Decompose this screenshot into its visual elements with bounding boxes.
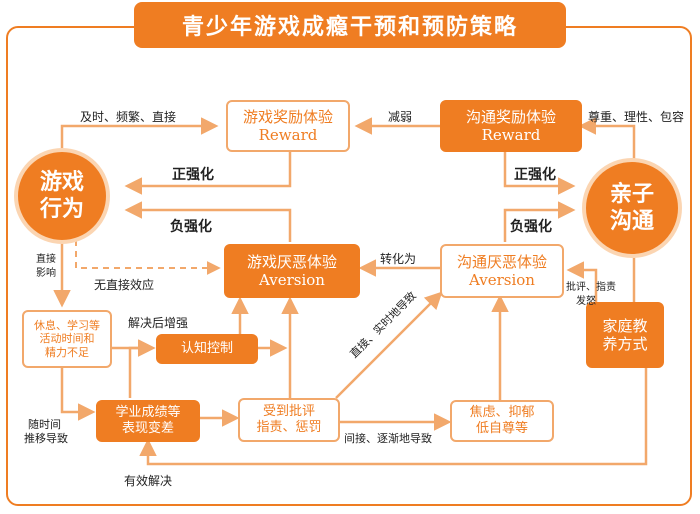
label-criticize-1: 批评、指责 bbox=[566, 282, 616, 293]
label-pos-reinf-right: 正强化 bbox=[514, 167, 556, 183]
academic-line2: 表现变差 bbox=[121, 421, 174, 436]
parent-comm-line1: 亲子 bbox=[609, 180, 654, 207]
academic-line1: 学业成绩等 bbox=[115, 405, 181, 421]
parent-comm-node: 亲子 沟通 bbox=[582, 158, 682, 258]
rest-study-node: 休息、学习等 活动时间和 精力不足 bbox=[22, 310, 112, 368]
label-solve-enhance: 解决后增强 bbox=[128, 316, 189, 330]
label-indirect: 间接、逐渐地导致 bbox=[344, 432, 432, 445]
game-reward-line2: Reward bbox=[258, 126, 318, 144]
game-reward-node: 游戏奖励体验 Reward bbox=[226, 100, 350, 152]
anxiety-node: 焦虑、抑郁 低自尊等 bbox=[450, 400, 554, 442]
family-edu-line1: 家庭教 bbox=[602, 317, 648, 335]
label-over-time-2: 推移导致 bbox=[24, 432, 68, 445]
cognitive-control-node: 认知控制 bbox=[156, 334, 258, 364]
label-direct-influence-1: 直接 bbox=[36, 254, 56, 265]
academic-node: 学业成绩等 表现变差 bbox=[96, 400, 200, 442]
rest-study-line3: 精力不足 bbox=[45, 345, 89, 359]
rest-study-line2: 活动时间和 bbox=[39, 332, 95, 346]
game-reward-line1: 游戏奖励体验 bbox=[242, 108, 333, 126]
game-behavior-line1: 游戏 bbox=[39, 168, 84, 195]
arrow-criticize bbox=[566, 261, 598, 302]
diagram-title: 青少年游戏成瘾干预和预防策略 bbox=[134, 2, 566, 48]
game-aversion-node: 游戏厌恶体验 Aversion bbox=[224, 244, 360, 298]
arrow-neg-reinf-left bbox=[124, 201, 292, 242]
game-behavior-line2: 行为 bbox=[39, 196, 84, 222]
parent-comm-line2: 沟通 bbox=[609, 208, 654, 234]
label-respect: 尊重、理性、包容 bbox=[588, 110, 685, 124]
label-pos-reinf-left: 正强化 bbox=[172, 167, 214, 183]
arrow-pos-reinf-right bbox=[503, 152, 576, 195]
label-no-direct-effect: 无直接效应 bbox=[94, 278, 155, 292]
criticism-line2: 指责、惩罚 bbox=[256, 420, 322, 435]
game-aversion-line2: Aversion bbox=[259, 271, 325, 289]
family-edu-line2: 养方式 bbox=[602, 335, 648, 353]
label-neg-reinf-right: 负强化 bbox=[510, 219, 552, 235]
arrow-respect bbox=[578, 117, 636, 160]
comm-aversion-node: 沟通厌恶体验 Aversion bbox=[440, 244, 564, 298]
anxiety-line1: 焦虑、抑郁 bbox=[469, 405, 535, 421]
comm-reward-line1: 沟通奖励体验 bbox=[465, 108, 556, 126]
label-transform: 转化为 bbox=[380, 252, 417, 266]
arrow-academic-to-control bbox=[128, 339, 156, 398]
label-neg-reinf-left: 负强化 bbox=[170, 219, 212, 235]
label-timely: 及时、频繁、直接 bbox=[80, 110, 177, 124]
label-criticize-2: 发怒 bbox=[576, 296, 596, 307]
label-direct-influence-2: 影响 bbox=[36, 268, 56, 279]
arrow-behavior-to-reward bbox=[60, 117, 219, 148]
criticism-line1: 受到批评 bbox=[262, 404, 315, 420]
arrow-effective bbox=[139, 368, 648, 466]
arrow-no-direct-effect bbox=[75, 240, 221, 275]
game-aversion-line1: 游戏厌恶体验 bbox=[246, 253, 337, 271]
family-edu-node: 家庭教 养方式 bbox=[586, 302, 664, 368]
arrow-neg-reinf-right bbox=[503, 201, 576, 242]
label-weaken: 减弱 bbox=[388, 110, 413, 124]
criticism-node: 受到批评 指责、惩罚 bbox=[238, 398, 340, 442]
comm-reward-line2: Reward bbox=[481, 126, 541, 144]
comm-aversion-line2: Aversion bbox=[469, 271, 535, 289]
comm-reward-node: 沟通奖励体验 Reward bbox=[440, 100, 582, 152]
label-effective: 有效解决 bbox=[124, 474, 173, 488]
rest-study-line1: 休息、学习等 bbox=[34, 319, 100, 333]
arrow-over-time bbox=[60, 368, 96, 421]
arrow-pos-reinf-left bbox=[124, 152, 292, 195]
arrow-direct-realtime bbox=[335, 291, 443, 399]
label-over-time-1: 随时间 bbox=[28, 418, 61, 431]
game-behavior-node: 游戏 行为 bbox=[14, 148, 110, 244]
comm-aversion-line1: 沟通厌恶体验 bbox=[456, 253, 547, 271]
anxiety-line2: 低自尊等 bbox=[475, 421, 528, 436]
